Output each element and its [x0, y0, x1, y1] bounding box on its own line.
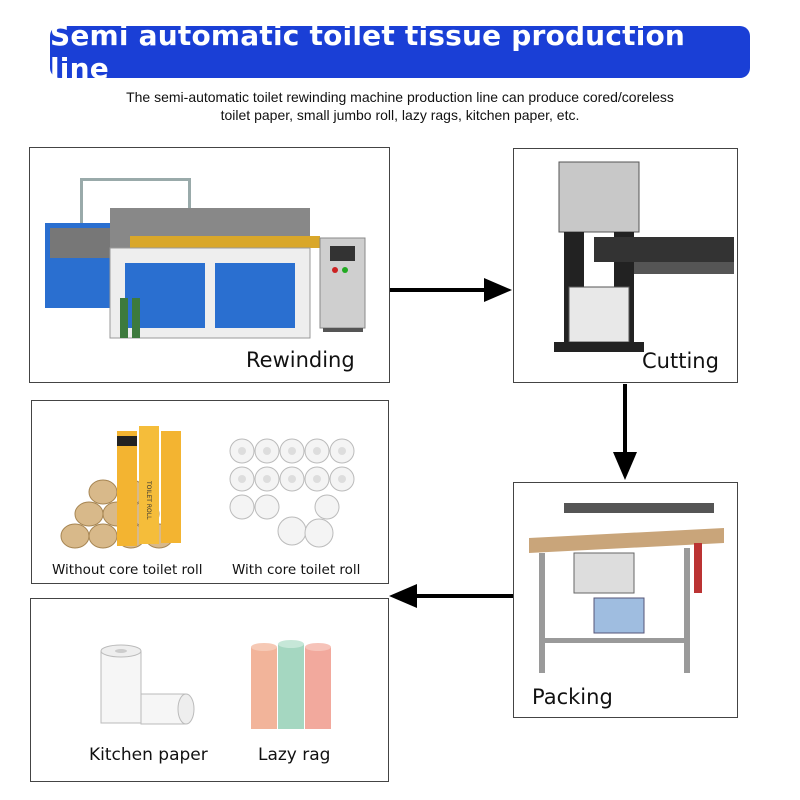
toilet-roll-illustration: TOILET ROLL: [60, 426, 355, 549]
cutting-label: Cutting: [642, 349, 719, 373]
kitchen-products-box: Kitchen paper Lazy rag: [30, 598, 389, 782]
arrow-cutting-to-packing: [613, 384, 637, 480]
toilet-roll-products-box: TOILET ROLL Without core toilet roll Wit…: [31, 400, 389, 584]
arrow-packing-to-products: [389, 584, 513, 608]
subtitle-line-2: toilet paper, small jumbo roll, lazy rag…: [220, 107, 580, 123]
lazy-rag-illustration: [251, 640, 331, 729]
page-title: Semi automatic toilet tissue production …: [50, 19, 750, 85]
cutting-machine-illustration: [554, 161, 734, 352]
arrow-rewinding-to-cutting: [390, 278, 512, 302]
rewinding-machine-illustration: [45, 178, 366, 339]
with-core-label: With core toilet roll: [232, 562, 361, 578]
lazy-rag-label: Lazy rag: [258, 745, 331, 765]
packing-machine-illustration: [529, 503, 724, 673]
rewinding-box: Rewinding: [29, 147, 390, 383]
subtitle: The semi-automatic toilet rewinding mach…: [60, 88, 740, 124]
kitchen-paper-illustration: [100, 644, 195, 725]
cutting-box: Cutting: [513, 148, 738, 383]
subtitle-line-1: The semi-automatic toilet rewinding mach…: [126, 89, 674, 105]
kitchen-paper-label: Kitchen paper: [89, 745, 208, 765]
packing-box: Packing: [513, 482, 738, 718]
package-text: TOILET ROLL: [145, 480, 152, 520]
rewinding-label: Rewinding: [246, 348, 355, 372]
packing-label: Packing: [532, 685, 613, 709]
without-core-label: Without core toilet roll: [52, 562, 203, 578]
